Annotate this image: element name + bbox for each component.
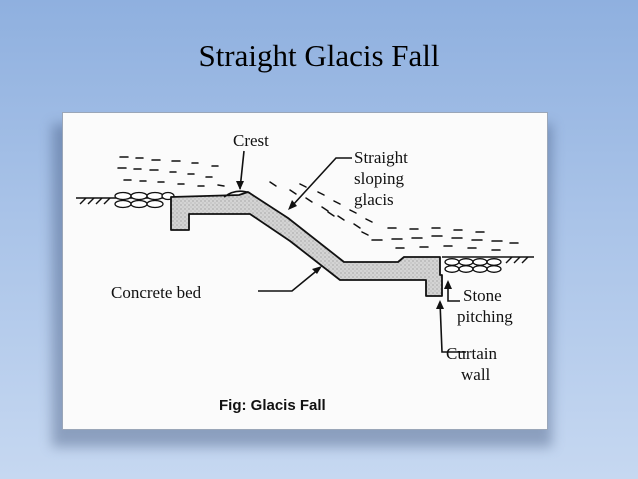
label-glacis-line1: Straight [354,148,408,167]
label-crest: Crest [233,131,269,150]
upstream-stones [114,191,175,209]
figure-caption: Fig: Glacis Fall [219,397,326,414]
crest-hump [223,190,251,198]
slide-title: Straight Glacis Fall [198,38,440,73]
label-stone-line1: Stone [463,286,502,305]
label-concrete-bed: Concrete bed [111,283,202,302]
downstream-ground [442,256,534,264]
leader-arrowheads [236,181,452,309]
label-glacis-line2: sloping [354,169,405,188]
glacis-concrete-body [170,191,443,297]
glacis-water-dashes [269,181,373,236]
downstream-water-dashes [371,227,519,251]
stone-pitching-stones [444,258,502,273]
label-curtain-line2: wall [461,365,491,384]
upstream-water-dashes [117,156,225,187]
label-glacis-line3: glacis [354,190,394,209]
label-curtain-line1: Curtain [446,344,497,363]
leader-lines [239,150,466,353]
label-stone-line2: pitching [457,307,513,326]
